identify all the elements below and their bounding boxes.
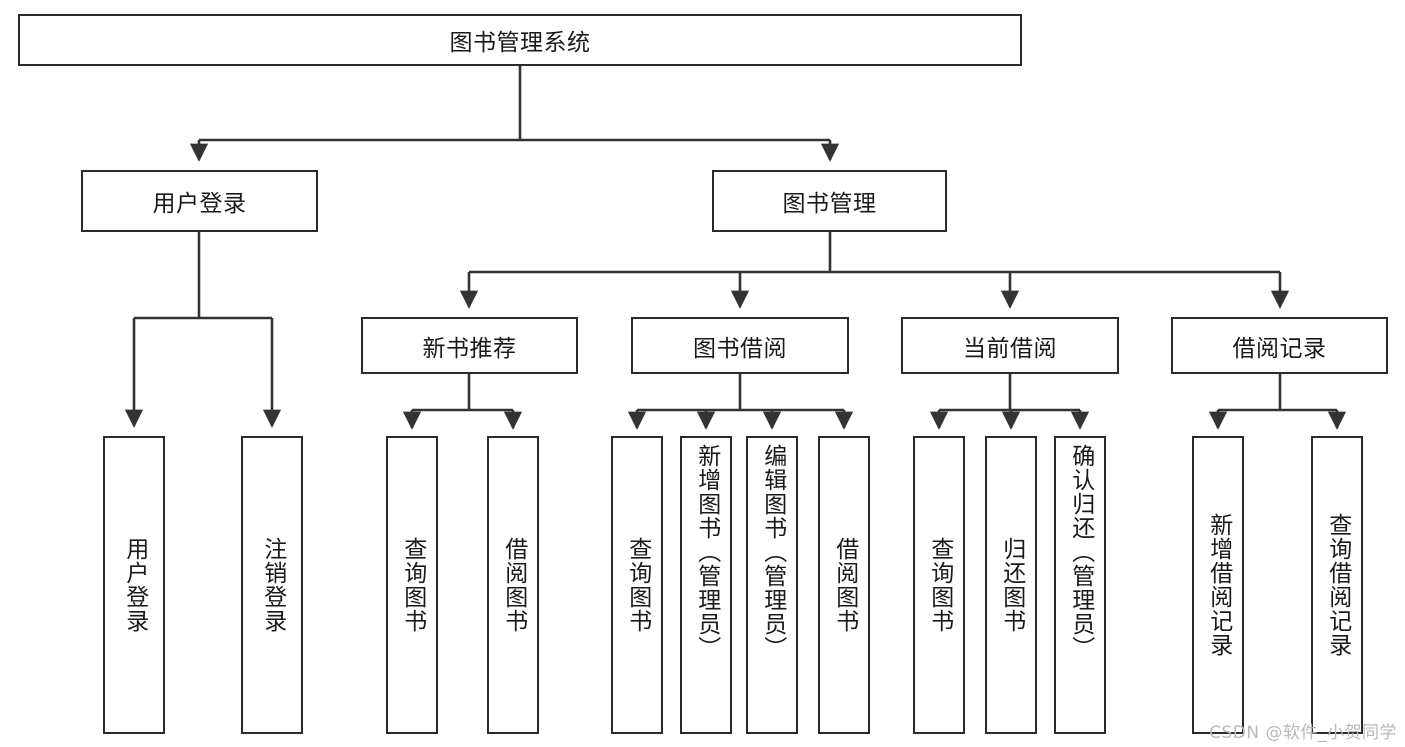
node-book-borrow-label: 图书借阅	[693, 335, 787, 362]
leaf-user-login[interactable]: 用户登录	[103, 436, 165, 734]
node-current-borrow[interactable]: 当前借阅	[901, 317, 1119, 374]
leaf-records-add-record-label: 新增借阅记录	[1205, 513, 1232, 657]
csdn-watermark: CSDN @软件_小贺同学	[1209, 723, 1397, 743]
leaf-borrow-edit-book[interactable]: 编辑图书（管理员）	[746, 436, 798, 734]
leaf-borrow-edit-book-label: 编辑图书（管理员）	[759, 444, 786, 660]
leaf-records-add-record[interactable]: 新增借阅记录	[1192, 436, 1244, 734]
leaf-user-logout-label: 注销登录	[259, 537, 286, 633]
leaf-current-query-book[interactable]: 查询图书	[913, 436, 965, 734]
leaf-records-query-record-label: 查询借阅记录	[1324, 513, 1351, 657]
node-user-login-label: 用户登录	[152, 191, 247, 217]
leaf-borrow-query-book[interactable]: 查询图书	[611, 436, 663, 734]
leaf-newbook-query-book[interactable]: 查询图书	[386, 436, 438, 734]
leaf-current-return-book[interactable]: 归还图书	[985, 436, 1037, 734]
leaf-current-return-book-label: 归还图书	[998, 537, 1025, 633]
node-book-management[interactable]: 图书管理	[712, 170, 947, 232]
node-root[interactable]: 图书管理系统	[18, 14, 1022, 66]
leaf-borrow-lend-book[interactable]: 借阅图书	[818, 436, 870, 734]
leaf-borrow-query-book-label: 查询图书	[624, 537, 651, 633]
leaf-borrow-add-book-label: 新增图书（管理员）	[693, 444, 720, 660]
leaf-borrow-add-book[interactable]: 新增图书（管理员）	[680, 436, 732, 734]
leaf-borrow-lend-book-label: 借阅图书	[831, 537, 858, 633]
leaf-newbook-borrow-book[interactable]: 借阅图书	[487, 436, 539, 734]
node-borrow-records-label: 借阅记录	[1232, 335, 1327, 362]
leaf-user-login-label: 用户登录	[121, 537, 148, 633]
node-root-label: 图书管理系统	[449, 30, 591, 56]
node-book-borrow[interactable]: 图书借阅	[631, 317, 849, 374]
leaf-newbook-borrow-book-label: 借阅图书	[500, 537, 527, 633]
node-user-login[interactable]: 用户登录	[81, 170, 318, 232]
leaf-user-logout[interactable]: 注销登录	[241, 436, 303, 734]
node-new-book-recommend[interactable]: 新书推荐	[361, 317, 578, 374]
leaf-current-confirm-return-label: 确认归还（管理员）	[1067, 444, 1094, 660]
leaf-newbook-query-book-label: 查询图书	[399, 537, 426, 633]
node-book-management-label: 图书管理	[782, 191, 877, 217]
node-borrow-records[interactable]: 借阅记录	[1171, 317, 1388, 374]
leaf-current-confirm-return[interactable]: 确认归还（管理员）	[1054, 436, 1106, 734]
node-current-borrow-label: 当前借阅	[963, 335, 1057, 362]
leaf-current-query-book-label: 查询图书	[926, 537, 953, 633]
leaf-records-query-record[interactable]: 查询借阅记录	[1311, 436, 1363, 734]
node-new-book-recommend-label: 新书推荐	[422, 335, 517, 362]
